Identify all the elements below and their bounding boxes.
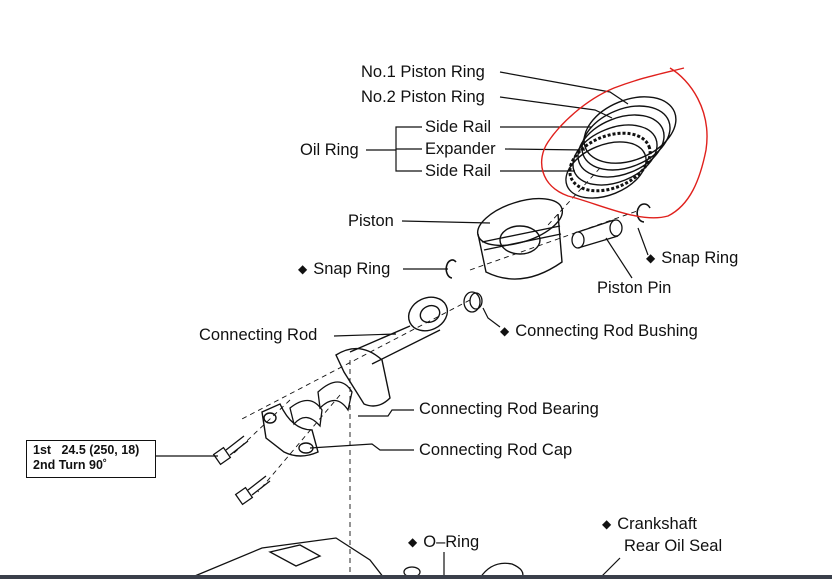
label-snap-ring-right-text: Snap Ring	[661, 249, 739, 267]
rod-cap-part	[261, 403, 319, 457]
label-connecting-rod-bearing: Connecting Rod Bearing	[419, 400, 599, 418]
red-annotation-circle	[540, 67, 708, 219]
label-snap-ring-left-text: Snap Ring	[313, 260, 391, 278]
bolt-upper	[212, 435, 249, 466]
label-snap-ring-right: ◆ Snap Ring	[646, 248, 738, 269]
torque-line-1: 1st 24.5 (250, 18)	[33, 443, 140, 457]
label-oil-ring: Oil Ring	[300, 141, 359, 159]
label-expander: Expander	[425, 140, 496, 158]
piston-part	[476, 197, 564, 280]
label-o-ring: ◆ O–Ring	[408, 532, 479, 553]
label-no2-piston-ring: No.2 Piston Ring	[361, 88, 485, 106]
label-connecting-rod-bushing-text: Connecting Rod Bushing	[515, 322, 698, 340]
torque-spec-box: 1st 24.5 (250, 18) 2nd Turn 90˚	[26, 440, 156, 478]
diamond-marker: ◆	[500, 324, 510, 338]
label-connecting-rod-cap: Connecting Rod Cap	[419, 441, 573, 459]
connecting-rod-part	[335, 296, 449, 407]
bolt-lower	[234, 475, 271, 506]
label-crankshaft-text: Crankshaft	[617, 515, 698, 533]
label-piston-pin: Piston Pin	[597, 279, 672, 297]
label-o-ring-text: O–Ring	[423, 533, 480, 551]
piston-rings	[565, 96, 677, 199]
piston-pin-part	[571, 219, 623, 249]
label-connecting-rod-bushing: ◆ Connecting Rod Bushing	[500, 321, 698, 342]
diamond-marker: ◆	[602, 517, 612, 531]
label-no1-piston-ring: No.1 Piston Ring	[361, 63, 485, 81]
label-crankshaft-rear-oil-seal: ◆ Crankshaft	[602, 514, 697, 535]
label-connecting-rod: Connecting Rod	[199, 326, 318, 344]
torque-line-2: 2nd Turn 90˚	[33, 458, 108, 472]
dashed-center-lines	[231, 167, 641, 578]
label-piston: Piston	[348, 212, 394, 230]
snap-ring-right-part	[636, 203, 651, 223]
label-rear-oil-seal-text: Rear Oil Seal	[624, 537, 723, 555]
diamond-marker: ◆	[298, 262, 308, 276]
leader-lines	[156, 71, 649, 579]
bearing-part	[289, 381, 353, 428]
bushing-part	[463, 291, 483, 313]
label-snap-ring-left: ◆ Snap Ring	[298, 259, 390, 280]
label-side-rail-bottom: Side Rail	[425, 162, 492, 180]
diamond-marker: ◆	[408, 535, 418, 549]
bottom-edge-bar	[0, 575, 832, 579]
label-side-rail-top: Side Rail	[425, 118, 492, 136]
diamond-marker: ◆	[646, 251, 656, 265]
snap-ring-left-part	[445, 259, 457, 279]
